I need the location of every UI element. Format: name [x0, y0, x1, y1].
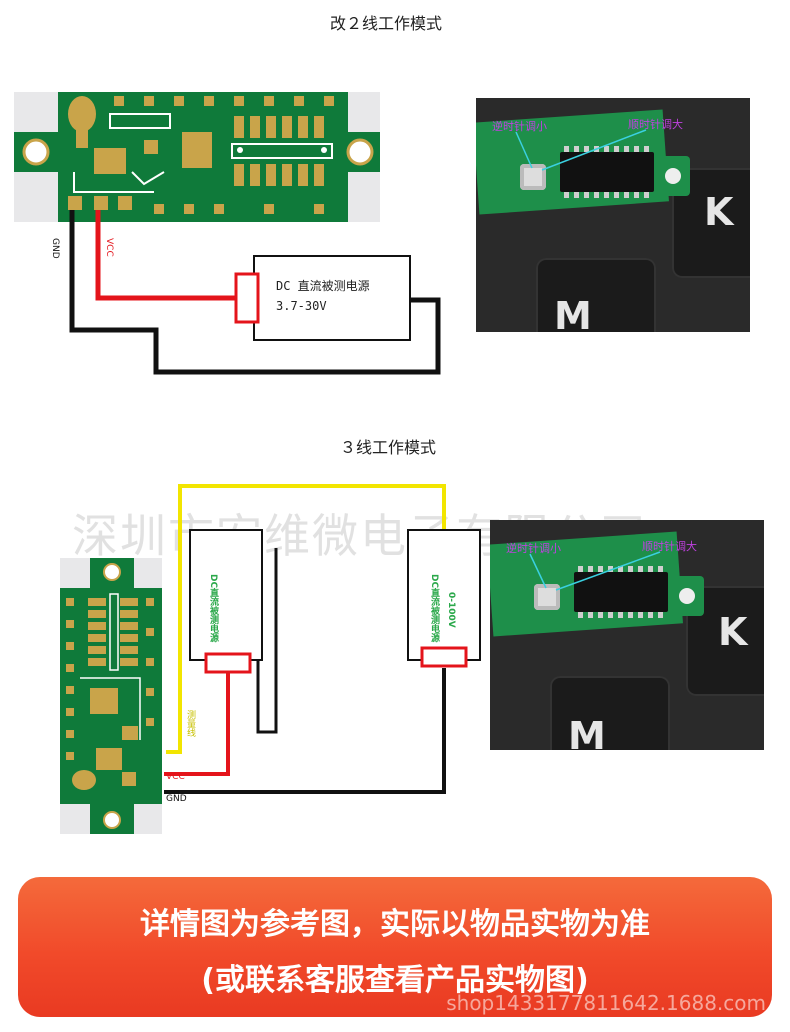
pcb-layout-bottom	[60, 558, 162, 834]
disclaimer-banner: 详情图为参考图，实际以物品实物为准 (或联系客服查看产品实物图) shop143…	[18, 877, 772, 1017]
pcb-layout-top	[14, 92, 380, 222]
box2-text: DC直流被测电源	[429, 574, 439, 643]
photo2-pointer-lines	[529, 551, 661, 591]
potentiometer-2	[534, 584, 560, 610]
source-terminal-right	[420, 646, 468, 668]
keycap-m	[536, 258, 656, 332]
ic-pins-top	[564, 146, 652, 152]
source-box-right	[407, 529, 481, 661]
gnd-wire-bottom	[164, 668, 446, 794]
gnd-wire	[69, 210, 441, 375]
potentiometer	[520, 164, 546, 190]
pcb-board-top	[14, 92, 380, 222]
vcc-wire-bottom	[164, 668, 230, 776]
link-wire-bottom	[256, 548, 278, 734]
ic-pins-bottom-2	[578, 612, 666, 618]
photo1-label-cw: 顺时针调大	[628, 118, 683, 131]
vcc-label-bottom: VCC	[166, 772, 185, 782]
keycap-k-letter-2: K	[718, 610, 748, 654]
measure-label: 测量线	[185, 710, 195, 737]
section2-title: ３线工作模式	[340, 438, 437, 457]
ic-chip-2	[574, 572, 668, 612]
gnd-label-top: GND	[50, 238, 60, 259]
keycap-k-letter: K	[704, 190, 734, 234]
wiring-diagram-top	[69, 210, 441, 375]
keycap-m-2	[550, 676, 670, 750]
measure-wire	[166, 484, 446, 754]
product-photo-top: K M 逆时针调小 顺时针调大	[476, 98, 750, 332]
photo2-label-cw: 顺时针调大	[642, 540, 697, 553]
source-box-line1: DC 直流被测电源	[276, 279, 370, 293]
keycap-m-letter: M	[554, 294, 592, 332]
source-terminal-left	[204, 652, 252, 674]
pcb-board-bottom	[60, 558, 162, 834]
source-box-left	[189, 529, 263, 661]
vcc-wire	[95, 210, 238, 301]
photo1-label-ccw: 逆时针调小	[492, 120, 547, 133]
ic-pins-top-2	[578, 566, 666, 572]
banner-line2: (或联系客服查看产品实物图)	[201, 963, 589, 998]
module-tab-2	[670, 576, 704, 616]
module-tab	[656, 156, 690, 196]
keycap-m-letter-2: M	[568, 714, 606, 750]
banner-line1: 详情图为参考图，实际以物品实物为准	[140, 907, 650, 942]
box1-text: DC直流被测电源	[208, 574, 218, 643]
source-box-line2: 3.7-30V	[276, 299, 327, 313]
section1-title: 改２线工作模式	[330, 14, 443, 33]
gnd-label-bottom: GND	[166, 794, 187, 804]
shop-watermark: shop1433177811642.1688.com	[446, 991, 766, 1015]
ic-chip	[560, 152, 654, 192]
source-box-top	[253, 255, 411, 341]
product-photo-bottom: K M 逆时针调小 顺时针调大	[490, 520, 764, 750]
source-terminal-top	[234, 272, 260, 324]
photo1-pointer-lines	[515, 129, 647, 171]
vcc-label-top: VCC	[104, 238, 114, 257]
photo2-label-ccw: 逆时针调小	[506, 542, 561, 555]
ic-pins-bottom	[564, 192, 652, 198]
box2-range: 0-100V	[446, 592, 456, 628]
